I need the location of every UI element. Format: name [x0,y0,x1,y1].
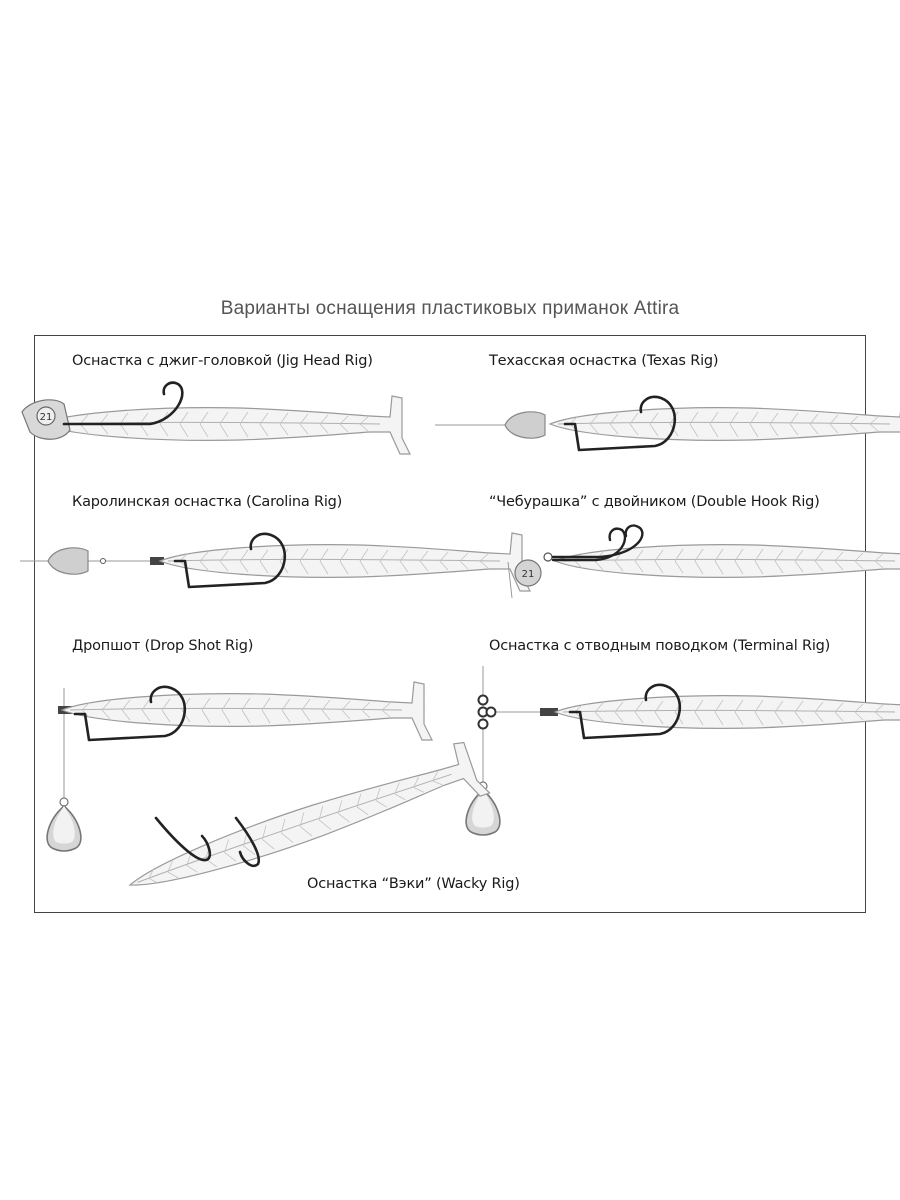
label-double-hook-rig: “Чебурашка” с двойником (Double Hook Rig… [489,494,820,510]
wacky-rig-illustration [120,737,491,914]
terminal-rig-illustration [465,666,900,836]
texas-rig-illustration [435,395,900,455]
carolina-rig-illustration [20,532,531,592]
diagram-frame [34,335,866,913]
drop-shot-rig-illustration [46,681,433,852]
label-wacky-rig: Оснастка “Вэки” (Wacky Rig) [307,876,520,892]
diagram-title: Варианты оснащения пластиковых приманок … [220,298,680,319]
weight-marking-21-cheburashka: 21 [522,569,535,580]
weight-marking-21: 21 [40,412,53,423]
label-texas-rig: Техасская оснастка (Texas Rig) [489,353,719,369]
jig-head-rig-illustration: 21 [21,381,411,455]
label-drop-shot-rig: Дропшот (Drop Shot Rig) [72,638,254,654]
label-jig-head-rig: Оснастка с джиг-головкой (Jig Head Rig) [72,353,373,369]
double-hook-rig-illustration: 21 [507,524,900,599]
label-terminal-rig: Оснастка с отводным поводком (Terminal R… [489,638,831,654]
label-carolina-rig: Каролинская оснастка (Carolina Rig) [72,494,343,510]
